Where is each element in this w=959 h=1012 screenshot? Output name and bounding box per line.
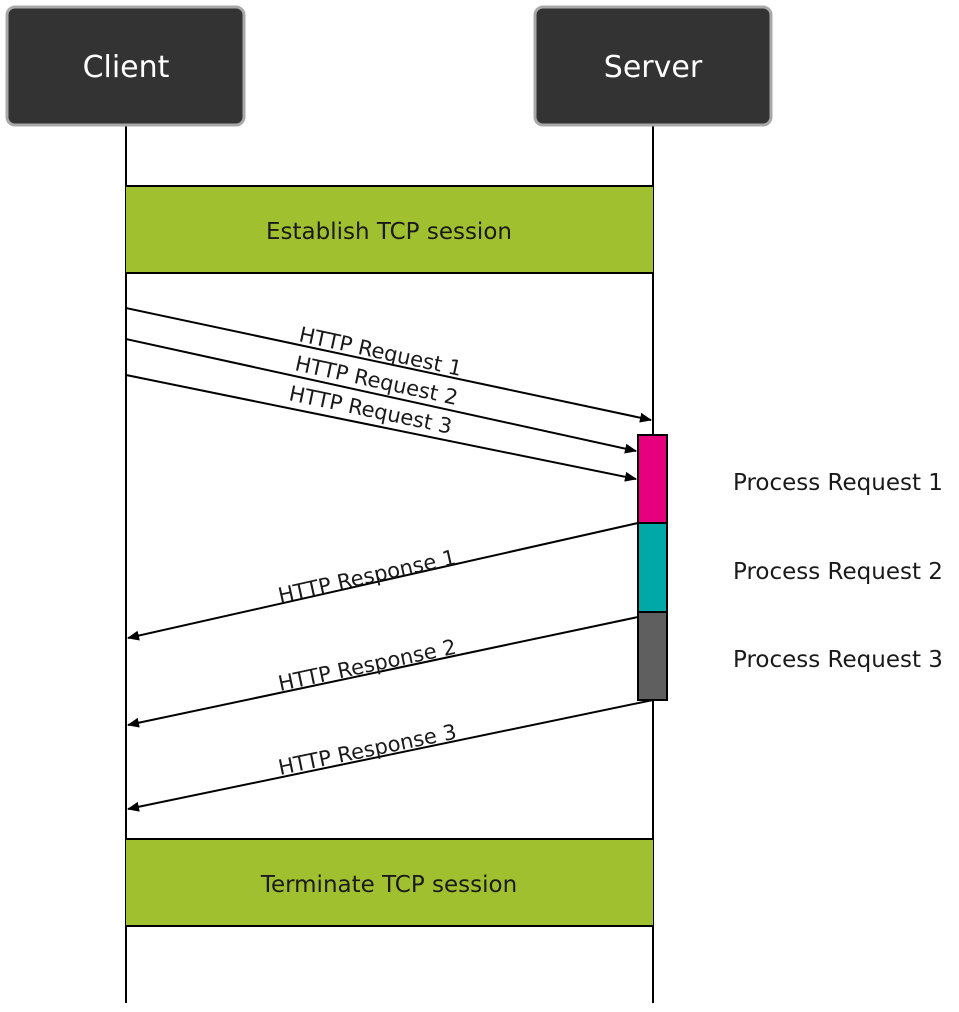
- request-arrow-2: [125, 338, 637, 454]
- response-arrow-1: [127, 522, 639, 641]
- process-label-1: Process Request 1: [733, 470, 943, 496]
- server-actor-label: Server: [604, 50, 703, 85]
- client-actor: Client: [5, 5, 246, 127]
- client-actor-box: [5, 5, 246, 127]
- establish-phase-label: Establish TCP session: [266, 219, 512, 245]
- response-label-2: HTTP Response 2: [276, 635, 458, 696]
- request-arrow-3: [125, 374, 637, 482]
- server-actor-box: [533, 5, 773, 127]
- response-label-1: HTTP Response 1: [276, 545, 458, 608]
- process-block-3: [637, 611, 668, 701]
- process-label-2: Process Request 2: [733, 559, 943, 585]
- process-label-3: Process Request 3: [733, 647, 943, 673]
- establish-phase-box: [126, 186, 653, 273]
- process-block-1: [637, 434, 668, 524]
- terminate-phase-label: Terminate TCP session: [260, 872, 517, 898]
- client-actor-label: Client: [83, 50, 170, 85]
- server-actor: Server: [533, 5, 773, 127]
- response-label-3: HTTP Response 3: [276, 720, 458, 780]
- request-arrow-1: [125, 307, 652, 423]
- terminate-phase: Terminate TCP session: [126, 838, 653, 927]
- response-arrow-3: [127, 699, 654, 812]
- process-block-2: [637, 522, 668, 613]
- terminate-phase-box: [126, 839, 653, 926]
- establish-phase: Establish TCP session: [126, 185, 653, 274]
- response-arrow-2: [127, 616, 639, 728]
